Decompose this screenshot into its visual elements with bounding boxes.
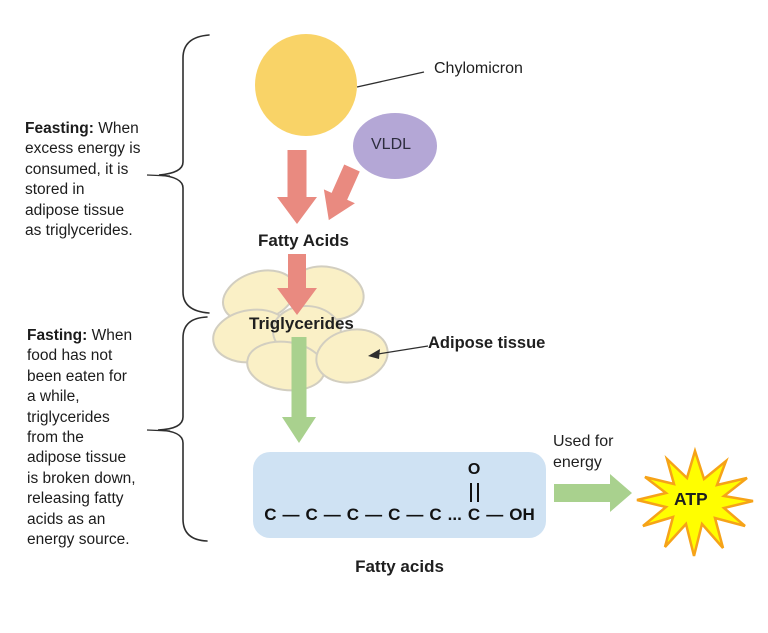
- adipose-cell: [315, 328, 389, 384]
- adipose-leader-line: [377, 345, 429, 355]
- fatty-acid-structure-box: [253, 452, 546, 538]
- fasting-note-line: energy source.: [27, 531, 130, 549]
- atp-label: ATP: [674, 489, 708, 509]
- carbon-atom: C: [388, 505, 401, 524]
- fasting-connector-line: [146, 429, 171, 432]
- fasting-note-line: food has not: [27, 347, 113, 365]
- feasting-note-line: as triglycerides.: [25, 222, 133, 240]
- fasting-note-line: is broken down,: [27, 469, 136, 487]
- fasting-note-line: acids as an: [27, 510, 106, 528]
- fatty-acids-to-triglycerides-arrow: [277, 254, 317, 315]
- fasting-note-line: adipose tissue: [27, 449, 127, 467]
- vldl-ellipse: [353, 113, 437, 179]
- chylomicron-leader-line: [356, 71, 425, 88]
- atp-starburst: [636, 446, 754, 557]
- used-for-energy-line: Used for: [553, 433, 614, 450]
- fasting-note-text: When: [87, 327, 133, 344]
- feasting-note: Feasting: When excess energy is consumed…: [25, 119, 185, 241]
- double-bond: [469, 483, 479, 502]
- used-for-energy-line: energy: [553, 454, 602, 471]
- chylomicron-to-fatty-acids-arrow: [277, 150, 317, 224]
- hydroxyl-group: OH: [509, 505, 535, 524]
- adipose-leader-arrowhead: [368, 349, 380, 359]
- fasting-note: Fasting: When food has not been eaten fo…: [27, 326, 187, 550]
- oxygen-atom: O: [467, 461, 481, 478]
- fasting-note-line: from the: [27, 429, 84, 447]
- feasting-note-line: Feasting: When: [25, 119, 185, 139]
- single-bond: —: [406, 505, 424, 524]
- carbon-chain: C — C — C — C — C ... O C — OH: [264, 462, 535, 525]
- fatty-acid-formula: C — C — C — C — C ... O C — OH: [253, 452, 546, 538]
- feasting-note-text: When: [93, 120, 139, 137]
- carbon-atom: C: [467, 505, 481, 524]
- feasting-note-line: consumed, it is: [25, 160, 129, 178]
- fatty-acids-upper-label: Fatty Acids: [258, 231, 350, 250]
- fasting-note-line: Fasting: When: [27, 326, 187, 346]
- feasting-note-line: excess energy is: [25, 140, 141, 158]
- chain-ellipsis: ...: [447, 505, 462, 524]
- carbon-atom: C: [429, 505, 442, 524]
- triglycerides-to-fatty-acids-arrow: [282, 337, 316, 443]
- feasting-connector-line: [146, 174, 171, 177]
- fasting-note-line: releasing fatty: [27, 490, 124, 508]
- feasting-label: Feasting:: [25, 120, 94, 137]
- feasting-note-line: stored in: [25, 181, 85, 199]
- vldl-label: VLDL: [371, 136, 412, 153]
- fatty-acids-caption: Fatty acids: [355, 557, 444, 576]
- fasting-note-line: a while,: [27, 388, 80, 406]
- fasting-label: Fasting:: [27, 327, 88, 344]
- triglycerides-label: Triglycerides: [249, 314, 354, 333]
- carbon-atom: C: [305, 505, 318, 524]
- carboxyl-carbon-stack: O C: [468, 462, 480, 525]
- feasting-note-line: adipose tissue: [25, 201, 125, 219]
- used-for-energy-label: Used for energy: [553, 431, 613, 473]
- single-bond: —: [282, 505, 300, 524]
- single-bond: —: [365, 505, 383, 524]
- single-bond: —: [323, 505, 341, 524]
- energy-arrow: [554, 474, 632, 512]
- chylomicron-circle: [255, 34, 357, 136]
- adipose-tissue-label: Adipose tissue: [428, 334, 546, 352]
- carbon-atom: C: [346, 505, 360, 524]
- vldl-to-fatty-acids-arrow: [323, 164, 360, 221]
- fasting-note-line: been eaten for: [27, 367, 127, 385]
- fasting-note-line: triglycerides: [27, 408, 110, 426]
- single-bond: —: [486, 505, 504, 524]
- chylomicron-label: Chylomicron: [434, 60, 523, 77]
- carbon-atom: C: [264, 505, 277, 524]
